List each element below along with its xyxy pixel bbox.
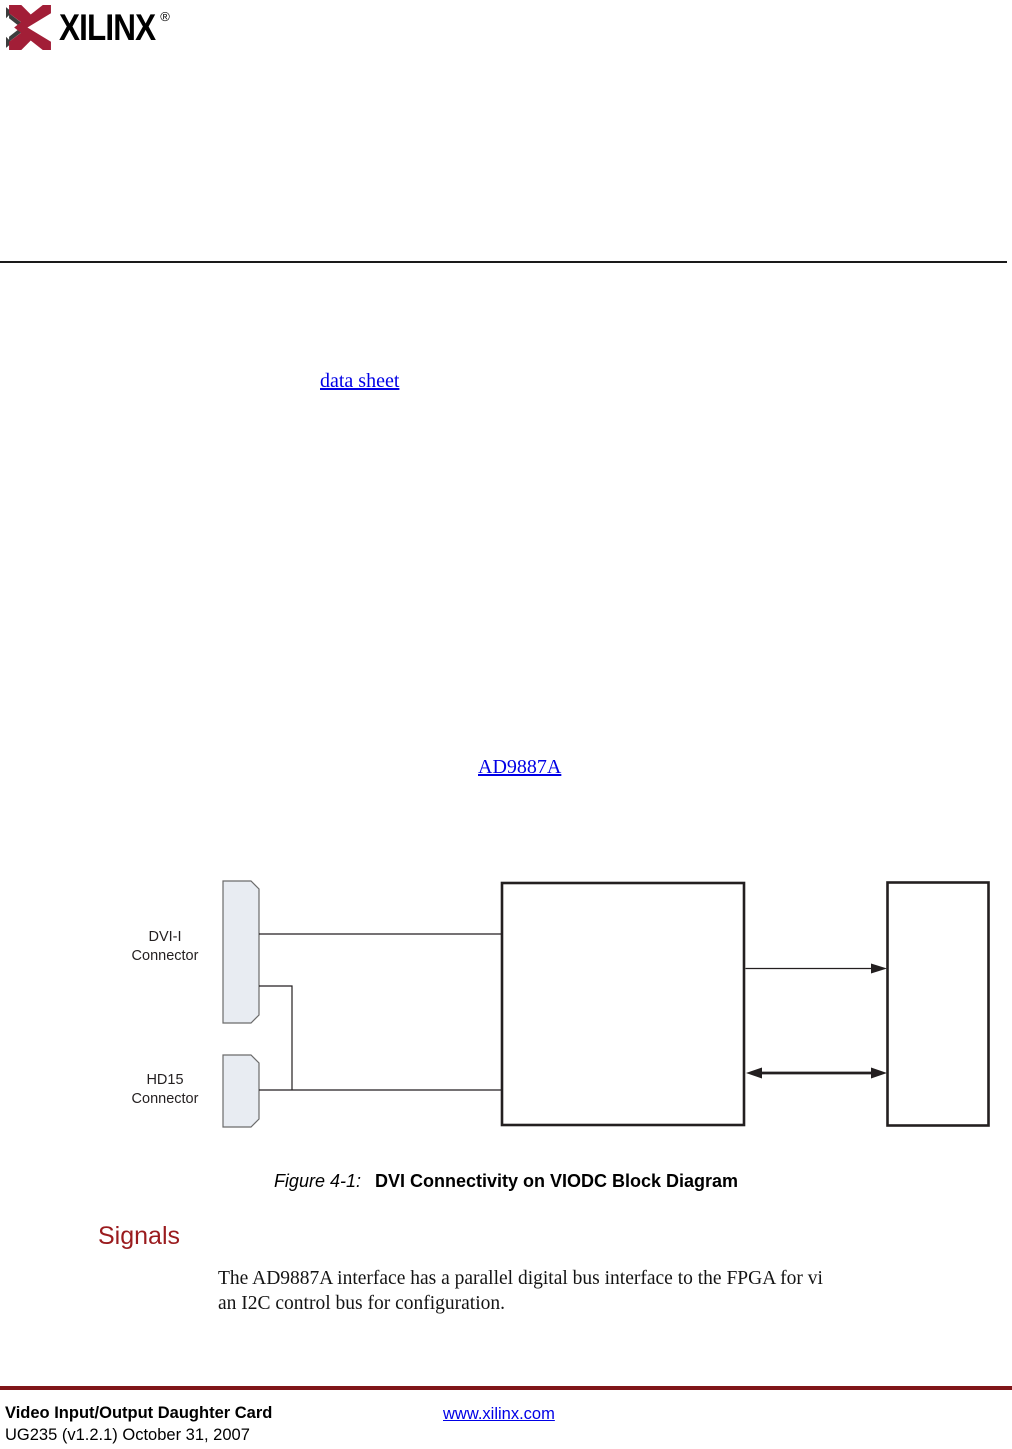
figure-caption: Figure 4-1: DVI Connectivity on VIODC Blo… (0, 1171, 1012, 1192)
hd15-connector-shape (222, 1054, 260, 1128)
xilinx-logo-text: XILINX (59, 7, 156, 48)
signals-heading: Signals (98, 1222, 180, 1250)
right-block (886, 881, 990, 1127)
footer-divider (0, 1386, 1012, 1390)
signals-paragraph: The AD9887A interface has a parallel dig… (218, 1266, 823, 1316)
center-block (500, 881, 746, 1127)
xilinx-x-icon (6, 5, 51, 50)
hd15-connector-label: HD15 Connector (131, 1072, 199, 1107)
paragraph-line: an I2C control bus for configuration. (218, 1293, 506, 1314)
registered-mark: ® (160, 9, 170, 24)
dvi-connector-shape (222, 880, 260, 1024)
footer-doc-id: UG235 (v1.2.1) October 31, 2007 (5, 1426, 250, 1444)
xilinx-logo: XILINX ® (6, 4, 182, 51)
paragraph-line: The AD9887A interface has a parallel dig… (218, 1268, 823, 1289)
footer-product-title: Video Input/Output Daughter Card (5, 1404, 273, 1422)
ad9887a-link[interactable]: AD9887A (478, 756, 562, 778)
dvi-branch-line (259, 985, 293, 1090)
single-arrow (745, 963, 887, 974)
figure-number: Figure 4-1: (273, 1171, 361, 1191)
xilinx-url-link[interactable]: www.xilinx.com (443, 1405, 555, 1423)
block-diagram (222, 880, 990, 1128)
figure-title: DVI Connectivity on VIODC Block Diagram (374, 1171, 739, 1191)
double-arrow (746, 1067, 887, 1079)
data-sheet-link[interactable]: data sheet (320, 370, 400, 392)
dvi-connector-label: DVI-I Connector (131, 929, 199, 964)
header-divider (0, 261, 1007, 263)
